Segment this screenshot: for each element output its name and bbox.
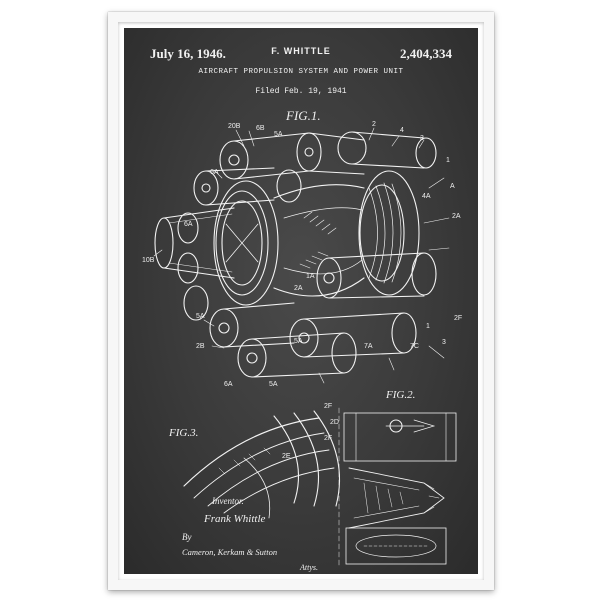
svg-text:6A: 6A xyxy=(210,169,219,176)
fig2-label: FIG.2. xyxy=(385,389,415,401)
patent-date: July 16, 1946. xyxy=(150,46,226,61)
patent-title: AIRCRAFT PROPULSION SYSTEM AND POWER UNI… xyxy=(198,68,404,76)
svg-text:6A: 6A xyxy=(224,381,233,388)
svg-text:10B: 10B xyxy=(142,257,155,264)
svg-text:7A: 7A xyxy=(364,343,373,350)
signature-block: Inventor. Frank Whittle By Cameron, Kerk… xyxy=(182,496,318,572)
fig3-label: FIG.3. xyxy=(168,427,198,439)
fig3-blade-drawing xyxy=(183,410,341,519)
svg-text:5A: 5A xyxy=(294,338,303,345)
svg-text:6A: 6A xyxy=(184,221,193,228)
chalkboard-print: July 16, 1946. F. WHITTLE 2,404,334 AIRC… xyxy=(124,28,478,574)
svg-text:3: 3 xyxy=(442,339,446,346)
svg-text:2E: 2E xyxy=(282,453,291,460)
svg-text:2F: 2F xyxy=(454,315,462,322)
by-label: By xyxy=(182,532,192,542)
svg-text:5A: 5A xyxy=(274,131,283,138)
drawing-annotations: 20B 6A 5A 6B 2 4 3 1 A 2A 10B 5A 2B 5A xyxy=(142,121,462,460)
attorneys-signature: Cameron, Kerkam & Sutton xyxy=(182,547,277,557)
svg-text:A: A xyxy=(450,183,455,190)
svg-text:4: 4 xyxy=(400,127,404,134)
fig1-label: FIG.1. xyxy=(285,108,321,123)
fig1-engine xyxy=(154,170,420,306)
svg-text:2: 2 xyxy=(372,121,376,128)
attys-label: Attys. xyxy=(299,563,318,572)
svg-text:2B: 2B xyxy=(196,343,205,350)
poster-frame: July 16, 1946. F. WHITTLE 2,404,334 AIRC… xyxy=(108,12,494,590)
patent-number: 2,404,334 xyxy=(400,46,452,61)
svg-text:2D: 2D xyxy=(330,419,339,426)
filed-date: Filed Feb. 19, 1941 xyxy=(255,87,347,96)
inventor-header: F. WHITTLE xyxy=(271,46,331,56)
fig1-combustion-chambers xyxy=(177,131,437,378)
poster-mat: July 16, 1946. F. WHITTLE 2,404,334 AIRC… xyxy=(118,22,484,580)
patent-drawing: FIG.1. xyxy=(142,108,462,572)
inventor-signature: Frank Whittle xyxy=(203,513,266,525)
svg-text:5A: 5A xyxy=(269,381,278,388)
svg-text:2A: 2A xyxy=(294,285,303,292)
svg-text:2A: 2A xyxy=(452,213,461,220)
svg-text:2F: 2F xyxy=(324,403,332,410)
svg-text:2F: 2F xyxy=(324,435,332,442)
svg-text:3: 3 xyxy=(420,135,424,142)
svg-text:20B: 20B xyxy=(228,123,241,130)
fig1-leader-lines xyxy=(153,127,450,384)
svg-text:4A: 4A xyxy=(422,193,431,200)
fig2-section-drawing xyxy=(338,407,457,569)
svg-text:7C: 7C xyxy=(410,343,419,350)
inventor-label: Inventor. xyxy=(211,496,244,506)
svg-text:1: 1 xyxy=(426,323,430,330)
svg-text:5A: 5A xyxy=(196,313,205,320)
svg-text:6B: 6B xyxy=(256,125,265,132)
svg-text:1A: 1A xyxy=(306,273,315,280)
svg-text:1: 1 xyxy=(446,157,450,164)
